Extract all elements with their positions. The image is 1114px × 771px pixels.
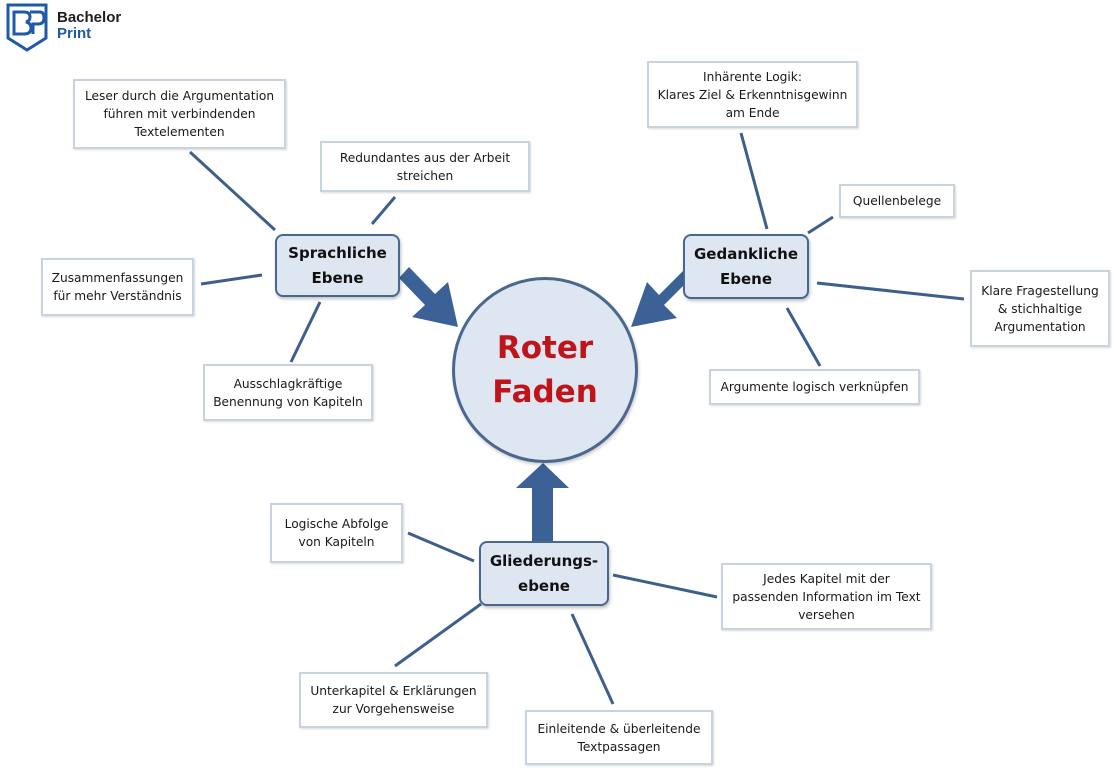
center-topic-roter-faden: Roter Faden bbox=[452, 277, 638, 463]
leaf-jedes-kapitel: Jedes Kapitel mit der passenden Informat… bbox=[721, 563, 932, 630]
brand-line-1: Bachelor bbox=[57, 9, 122, 26]
connector-line bbox=[785, 307, 822, 367]
connector-line bbox=[807, 215, 834, 235]
leaf-unterkapitel: Unterkapitel & Erklärungen zur Vorgehens… bbox=[299, 672, 488, 728]
arrow-sprachlich-to-center bbox=[399, 267, 458, 327]
leaf-klare-fragestellung: Klare Fragestellung & stichhaltige Argum… bbox=[970, 270, 1110, 347]
connector-line bbox=[370, 196, 397, 225]
hub-gedankliche-ebene: Gedankliche Ebene bbox=[683, 234, 809, 299]
leaf-redundantes-streichen: Redundantes aus der Arbeit streichen bbox=[320, 141, 530, 192]
leaf-zusammenfassungen: Zusammenfassungen für mehr Verständnis bbox=[41, 258, 194, 316]
brand-wordmark: Bachelor Print bbox=[57, 10, 121, 42]
arrow-gedanklich-to-center bbox=[631, 270, 689, 327]
leaf-einleitende-textpassagen: Einleitende & überleitende Textpassagen bbox=[525, 710, 713, 765]
connector-line bbox=[612, 573, 718, 599]
brand-line-2: Print bbox=[57, 25, 92, 42]
hub-sprachliche-ebene: Sprachliche Ebene bbox=[275, 234, 400, 297]
leaf-benennung-kapitel: Ausschlagkräftige Benennung von Kapiteln bbox=[203, 364, 373, 421]
leaf-logische-abfolge: Logische Abfolge von Kapiteln bbox=[270, 503, 403, 563]
connector-line bbox=[188, 150, 277, 232]
leaf-leser-fuehren: Leser durch die Argumentation führen mit… bbox=[73, 79, 286, 149]
connector-line bbox=[407, 531, 475, 563]
connector-line bbox=[816, 281, 965, 301]
connector-line bbox=[394, 602, 482, 668]
leaf-argumente-verknuepfen: Argumente logisch verknüpfen bbox=[709, 369, 920, 405]
leaf-quellenbelege: Quellenbelege bbox=[839, 184, 955, 218]
connector-line bbox=[289, 301, 322, 363]
bachelor-print-logo-icon bbox=[6, 3, 48, 52]
leaf-inhaerente-logik: Inhärente Logik: Klares Ziel & Erkenntni… bbox=[647, 61, 858, 128]
arrow-gliederung-to-center bbox=[516, 463, 569, 541]
connector-line bbox=[570, 613, 615, 705]
connector-line bbox=[200, 273, 263, 286]
connector-line bbox=[739, 132, 769, 230]
hub-gliederungsebene: Gliederungs- ebene bbox=[479, 541, 609, 606]
